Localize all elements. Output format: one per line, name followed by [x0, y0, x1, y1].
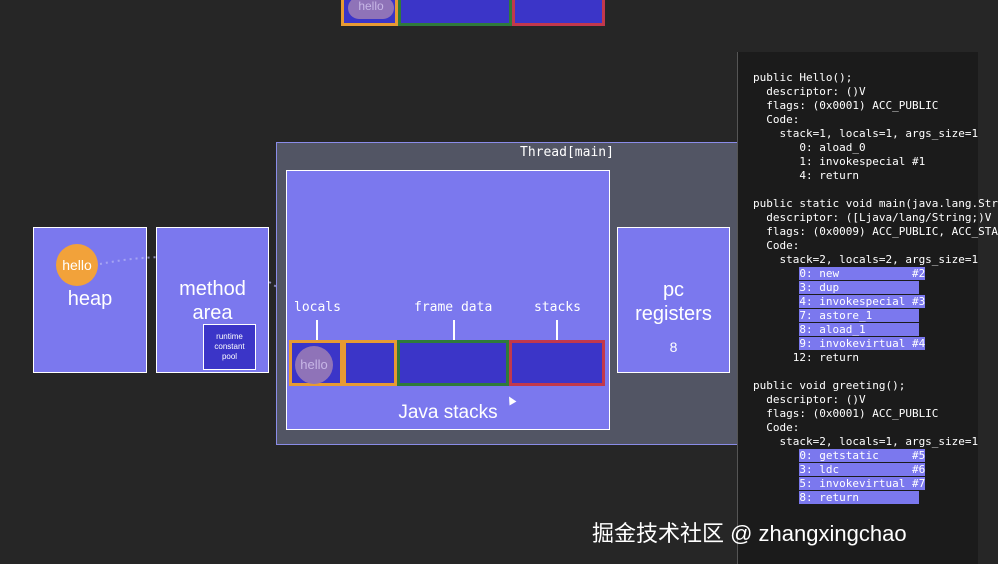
code-line: 0: new #2	[753, 267, 926, 281]
code-line: 1: invokespecial #1	[753, 155, 926, 168]
code-line: 7: astore_1	[753, 309, 919, 323]
code-line: Code:	[753, 113, 800, 126]
code-line: 3: ldc #6	[753, 463, 926, 477]
code-line: flags: (0x0001) ACC_PUBLIC	[753, 99, 939, 112]
pc-label-line1: pc	[662, 279, 685, 301]
top-frame-stack	[512, 0, 605, 26]
watermark: 掘金技术社区 @ zhangxingchao	[592, 521, 907, 546]
locals-slot-1	[343, 340, 397, 386]
pc-label-line2: registers	[635, 303, 712, 325]
locals-label: locals	[294, 300, 341, 315]
highlighted-instruction: 3: dup	[799, 281, 919, 294]
code-line: descriptor: ([Ljava/lang/String;)V	[753, 211, 992, 224]
locals-slot-0: hello	[289, 340, 343, 386]
method-area-label-line2: area	[192, 302, 233, 324]
highlighted-instruction: 9: invokevirtual #4	[799, 337, 926, 350]
highlighted-instruction: 5: invokevirtual #7	[799, 477, 926, 490]
highlighted-instruction: 8: aload_1	[799, 323, 919, 336]
current-stack-frame: hello	[289, 340, 605, 386]
code-line: public static void main(java.lang.Str	[753, 197, 998, 210]
code-line: 9: invokevirtual #4	[753, 337, 926, 351]
heap-label: heap	[67, 288, 113, 310]
code-line: 0: aload_0	[753, 141, 866, 154]
method-area-label-line1: method	[179, 278, 246, 300]
pc-registers-label: pc registers	[617, 278, 730, 326]
code-line: 5: invokevirtual #7	[753, 477, 926, 491]
code-line: stack=2, locals=2, args_size=1	[753, 253, 979, 266]
highlighted-instruction: 0: getstatic #5	[799, 449, 926, 462]
code-line: 4: return	[753, 169, 859, 182]
code-line: 0: getstatic #5	[753, 449, 926, 463]
pc-registers-box	[617, 227, 730, 373]
stacks-arrow-line	[556, 320, 558, 348]
bytecode-panel: public Hello(); descriptor: ()V flags: (…	[737, 52, 998, 564]
java-stacks-box	[286, 170, 610, 430]
top-stack-frame: hello	[341, 0, 605, 26]
local-hello-ball: hello	[295, 346, 333, 384]
code-line: descriptor: ()V	[753, 85, 866, 98]
pool-line2: constant	[214, 342, 245, 351]
pc-register-value: 8	[669, 339, 678, 355]
code-line: Code:	[753, 421, 800, 434]
top-frame-data	[398, 0, 512, 26]
pool-line1: runtime	[216, 332, 243, 341]
locals-arrow-line	[316, 320, 318, 344]
frame-data-slot	[397, 340, 509, 386]
highlighted-instruction: 8: return	[799, 491, 919, 504]
highlighted-instruction: 4: invokespecial #3	[799, 295, 926, 308]
code-line: 4: invokespecial #3	[753, 295, 926, 309]
pool-line3: pool	[221, 352, 238, 361]
code-line: public Hello();	[753, 71, 853, 84]
code-line: flags: (0x0009) ACC_PUBLIC, ACC_STA	[753, 225, 998, 238]
stacks-label: stacks	[534, 300, 581, 315]
runtime-constant-pool: runtime constant pool	[203, 324, 256, 370]
method-area-label: method area	[156, 277, 269, 325]
code-line: public void greeting();	[753, 379, 906, 392]
thread-title: Thread[main]	[520, 145, 614, 160]
code-line: 8: return	[753, 491, 919, 505]
code-line: 3: dup	[753, 281, 919, 295]
frame-data-label: frame data	[414, 300, 493, 315]
code-line: flags: (0x0001) ACC_PUBLIC	[753, 407, 939, 420]
heap-object-hello: hello	[56, 244, 98, 286]
operand-stack-slot	[509, 340, 605, 386]
code-line: Code:	[753, 239, 800, 252]
code-line: descriptor: ()V	[753, 393, 866, 406]
highlighted-instruction: 7: astore_1	[799, 309, 919, 322]
top-hello-ball: hello	[348, 0, 394, 19]
code-line: stack=2, locals=1, args_size=1	[753, 435, 979, 448]
highlighted-instruction: 3: ldc #6	[799, 463, 926, 476]
top-frame-locals: hello	[341, 0, 398, 26]
code-line: stack=1, locals=1, args_size=1	[753, 127, 979, 140]
code-line: 12: return	[753, 351, 859, 364]
frame-data-arrow-line	[453, 320, 455, 348]
java-stacks-label: Java stacks	[398, 402, 498, 423]
highlighted-instruction: 0: new #2	[799, 267, 926, 280]
code-line: 8: aload_1	[753, 323, 919, 337]
